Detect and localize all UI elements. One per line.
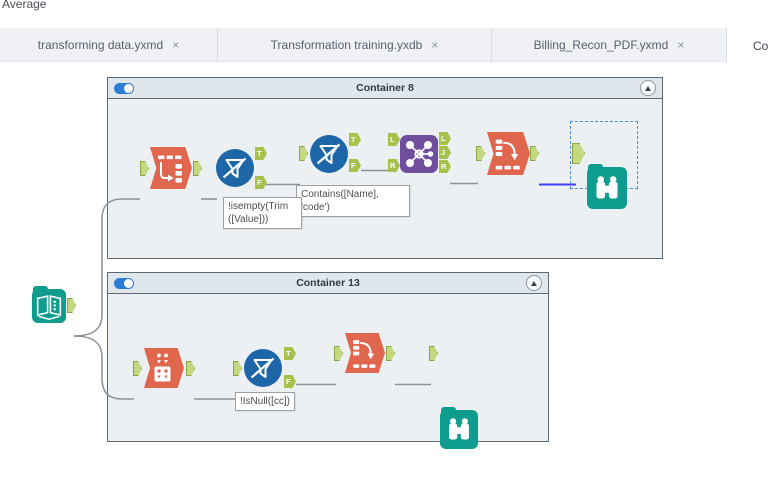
tab-label: Transformation training.yxdb (270, 38, 423, 52)
container-title: Container 8 (356, 82, 414, 94)
anchor-letter: L (441, 134, 446, 143)
annotation-line: 'code') (301, 202, 330, 213)
collapse-container-button[interactable] (526, 275, 542, 291)
filter-tool-2[interactable] (310, 135, 348, 173)
left-input-anchor[interactable]: L (388, 133, 400, 146)
container-8-header: Container 8 (108, 78, 662, 99)
tab-transforming-data[interactable]: transforming data.yxmd × (0, 28, 218, 62)
anchor-letter: F (257, 178, 262, 187)
transpose-icon (158, 155, 182, 183)
tool-annotation[interactable]: !IsNull([cc]) (235, 392, 295, 411)
browse-icon (449, 418, 469, 440)
input-anchor[interactable] (429, 346, 438, 361)
browse-tool-1[interactable] (587, 164, 627, 209)
browse-tool-2[interactable] (440, 407, 478, 449)
join-icon (406, 141, 434, 167)
input-anchor[interactable] (133, 361, 142, 376)
crosstab-icon (353, 340, 376, 368)
join-output-anchor[interactable]: J (439, 146, 451, 159)
anchor-letter: J (441, 148, 446, 157)
input-data-tool[interactable] (32, 286, 66, 323)
container-title: Container 13 (296, 277, 360, 289)
filter-tool-1[interactable] (216, 149, 254, 187)
collapse-container-button[interactable] (640, 80, 656, 96)
tab-label: transforming data.yxmd (37, 38, 164, 52)
true-output-anchor[interactable]: T (255, 147, 267, 160)
anchor-letter: T (257, 149, 262, 158)
annotation-line: Contains([Name], (301, 189, 379, 200)
right-output-anchor[interactable]: R (439, 160, 451, 173)
annotation-line: ([Value])) (228, 214, 269, 225)
tab-label: Billing_Recon_PDF.yxmd (533, 38, 669, 52)
input-anchor[interactable] (334, 346, 343, 361)
anchor-letter: F (286, 377, 291, 386)
input-anchor[interactable] (476, 146, 485, 161)
filter-tool-3[interactable] (244, 349, 282, 387)
output-anchor[interactable] (530, 146, 539, 161)
crosstab-tool-2[interactable] (345, 333, 385, 373)
false-output-anchor[interactable]: F (349, 159, 361, 172)
tab-transformation-training[interactable]: Transformation training.yxdb × (218, 28, 492, 62)
output-anchor[interactable] (193, 161, 202, 176)
annotation-line: !isempty(Trim (228, 201, 289, 212)
output-anchor[interactable] (67, 298, 76, 313)
tool-container-13[interactable]: Container 13 (107, 272, 549, 442)
filter-icon (222, 157, 247, 179)
output-anchor[interactable] (186, 361, 195, 376)
close-icon[interactable]: × (431, 38, 439, 52)
anchor-letter: F (351, 161, 356, 170)
filter-icon (250, 357, 275, 379)
anchor-letter: R (441, 162, 447, 171)
transpose-tool[interactable] (150, 147, 192, 189)
anchor-letter: T (286, 349, 291, 358)
crosstab-icon (495, 139, 520, 170)
join-tool[interactable] (400, 135, 438, 173)
summarize-tool[interactable] (144, 348, 184, 388)
average-label: Average (2, 0, 47, 11)
tab-billing-recon-pdf[interactable]: Billing_Recon_PDF.yxmd × (492, 28, 727, 62)
output-anchor[interactable] (386, 346, 395, 361)
container-13-header: Container 13 (108, 273, 548, 294)
input-data-icon (36, 295, 62, 321)
summarize-icon (154, 353, 171, 382)
input-anchor[interactable] (140, 161, 149, 176)
close-icon[interactable]: × (172, 38, 180, 52)
container-enable-toggle[interactable] (114, 277, 134, 289)
close-icon[interactable]: × (677, 38, 685, 52)
right-input-anchor[interactable]: R (388, 159, 400, 172)
workflow-canvas[interactable]: Container 8 Container 13 (0, 62, 777, 496)
anchor-letter: T (351, 135, 356, 144)
input-anchor[interactable] (299, 146, 308, 161)
input-anchor[interactable] (233, 361, 242, 376)
true-output-anchor[interactable]: T (349, 133, 361, 146)
filter-icon (316, 143, 341, 165)
tab-label: Co (753, 38, 769, 53)
anchor-letter: L (390, 135, 395, 144)
crosstab-tool-1[interactable] (487, 132, 530, 175)
annotation-line: !IsNull([cc]) (240, 396, 290, 407)
browse-icon (596, 176, 618, 199)
false-output-anchor[interactable]: F (284, 375, 296, 388)
tool-annotation[interactable]: !isempty(Trim ([Value])) (223, 197, 302, 229)
document-tabbar: transforming data.yxmd × Transformation … (0, 28, 777, 63)
left-output-anchor[interactable]: L (439, 132, 451, 145)
tab-active-partial[interactable]: Co (727, 28, 777, 63)
tool-annotation[interactable]: Contains([Name], 'code') (296, 185, 410, 217)
input-anchor[interactable] (572, 143, 585, 164)
container-enable-toggle[interactable] (114, 82, 134, 94)
true-output-anchor[interactable]: T (284, 347, 296, 360)
false-output-anchor[interactable]: F (255, 176, 267, 189)
anchor-letter: R (390, 161, 396, 170)
